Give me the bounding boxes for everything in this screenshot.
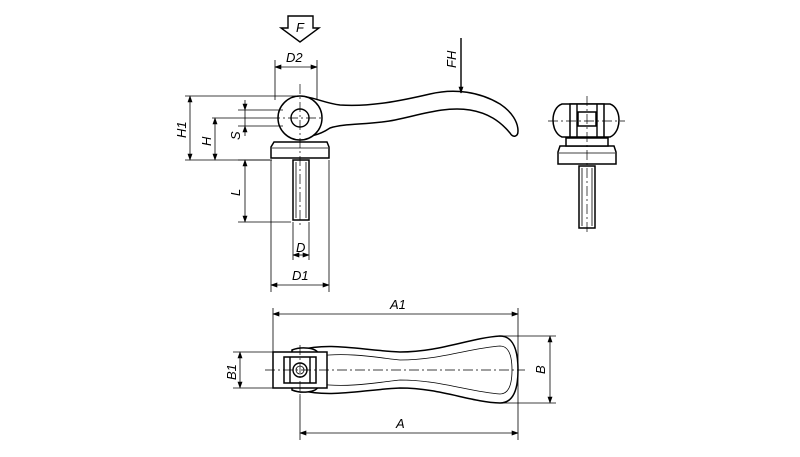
front-view (548, 96, 625, 235)
force-arrow-icon (278, 15, 322, 43)
dim-d-label: D (296, 240, 305, 255)
dim-d1-label: D1 (292, 268, 309, 283)
top-lever-outline (299, 335, 519, 404)
dim-b-label: B (533, 365, 548, 374)
dim-s-label: S (228, 131, 243, 140)
dim-l-label: L (228, 189, 243, 196)
dim-b1-label: B1 (224, 364, 239, 380)
washer (270, 141, 330, 159)
dim-a-label: A (395, 416, 405, 431)
dim-h-label: H (199, 136, 214, 146)
force-handle-label: FH (444, 50, 459, 68)
dim-d2-label: D2 (286, 50, 303, 65)
lever-arm (295, 90, 519, 138)
side-view: F FH D2 H1 H (174, 15, 519, 292)
force-label: F (296, 20, 305, 35)
dim-h1-label: H1 (174, 121, 189, 138)
threaded-stud (292, 159, 310, 221)
dim-a1-label: A1 (389, 297, 406, 312)
top-view: A1 A B1 B (224, 297, 556, 440)
